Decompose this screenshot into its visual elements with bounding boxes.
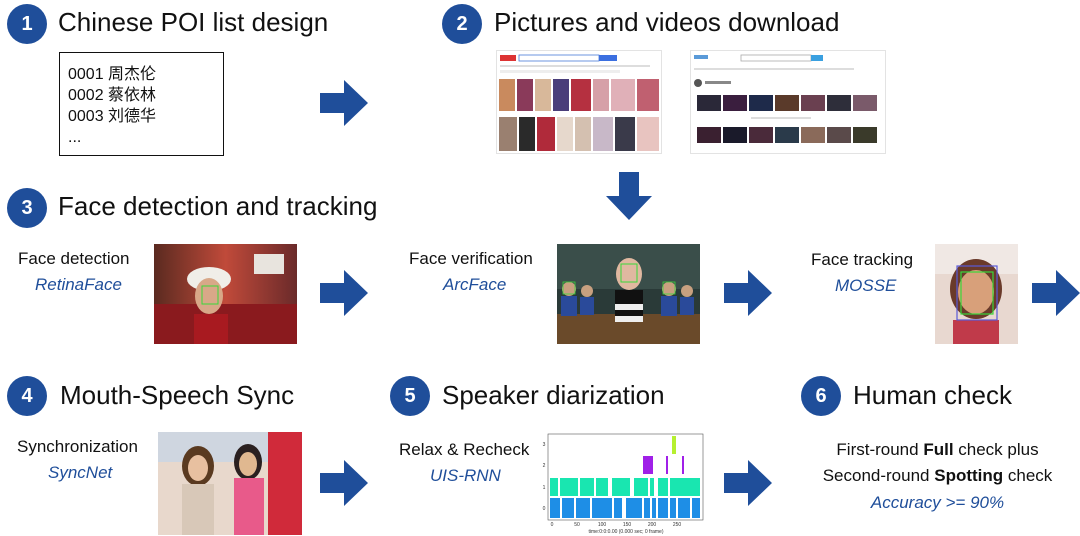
diarization-segment xyxy=(550,498,560,518)
diarization-segment xyxy=(626,498,642,518)
human-check-line-2-b: Spotting xyxy=(934,466,1004,485)
synchronization-image xyxy=(158,432,302,535)
right-arrow-icon xyxy=(320,460,368,506)
face-verification-image xyxy=(557,244,700,344)
step-badge-1: 1 xyxy=(7,4,47,44)
human-check-line-2-a: Second-round xyxy=(822,466,935,485)
poi-item: 0003 刘德华 xyxy=(68,108,157,125)
face-detection-method: RetinaFace xyxy=(35,275,122,294)
human-check-line-2-c: check xyxy=(1003,466,1053,485)
diarization-segment xyxy=(644,498,650,518)
diarization-segment xyxy=(550,478,558,496)
diarization-segment xyxy=(562,498,574,518)
face-detection-label: Face detection xyxy=(18,249,130,268)
diarization-segment xyxy=(678,498,690,518)
diarization-xtick: 250 xyxy=(673,522,682,528)
right-arrow-icon xyxy=(724,270,772,316)
video-search-screenshot xyxy=(690,50,886,154)
poi-item: 0001 周杰伦 xyxy=(68,66,157,83)
step-badge-4: 4 xyxy=(7,376,47,416)
right-arrow-icon xyxy=(1032,270,1080,316)
human-check-line-2: Second-round Spotting check xyxy=(800,466,1075,486)
diarization-xtick: 150 xyxy=(623,522,632,528)
diarization-segment xyxy=(652,498,656,518)
diarization-segment xyxy=(634,478,648,496)
step-title-3: Face detection and tracking xyxy=(58,191,378,221)
diarization-xtick: 100 xyxy=(598,522,607,528)
face-verification-method: ArcFace xyxy=(443,275,507,294)
diarization-xtick: 0 xyxy=(551,522,554,528)
step-title-4: Mouth-Speech Sync xyxy=(60,380,295,410)
down-arrow-icon xyxy=(606,172,652,220)
poi-item: ... xyxy=(68,129,82,146)
diarization-plot: 0 50 100 150 200 250 0 1 2 3 time:0:0:0.00 (0.00… xyxy=(536,432,706,536)
synchronization-method: SyncNet xyxy=(48,463,113,482)
step-title-6: Human check xyxy=(853,380,1012,410)
diarization-segment xyxy=(643,456,653,474)
step-badge-2: 2 xyxy=(442,4,482,44)
diarization-segment xyxy=(670,478,700,496)
diarization-segment xyxy=(672,436,676,454)
diarization-segment xyxy=(670,498,676,518)
diarization-segment xyxy=(614,498,622,518)
face-detection-image xyxy=(154,244,297,344)
diarization-segment xyxy=(682,456,684,474)
face-verification-label: Face verification xyxy=(409,249,533,268)
diarization-segment xyxy=(612,478,630,496)
step-title-5: Speaker diarization xyxy=(442,380,665,410)
diarization-ytick: 1 xyxy=(543,485,546,491)
step-badge-5: 5 xyxy=(390,376,430,416)
step-title-2: Pictures and videos download xyxy=(494,7,840,37)
diarization-ytick: 3 xyxy=(543,442,546,448)
face-tracking-method: MOSSE xyxy=(835,276,897,295)
diarization-segment xyxy=(692,498,700,518)
face-tracking-image xyxy=(935,244,1018,344)
image-search-screenshot xyxy=(496,50,662,154)
diarization-segment xyxy=(596,478,608,496)
diarization-xtick: 200 xyxy=(648,522,657,528)
diarization-segment xyxy=(658,478,668,496)
diarization-segment xyxy=(592,498,612,518)
human-check-line-1-a: First-round xyxy=(836,440,924,459)
human-check-line-1-c: check plus xyxy=(953,440,1039,459)
diarization-xlabel: time:0:0:0.00 (0.000 sec; 0 frame) xyxy=(588,529,663,535)
human-check-line-1-b: Full xyxy=(923,440,954,459)
right-arrow-icon xyxy=(320,80,368,126)
diarization-xtick: 50 xyxy=(574,522,580,528)
face-tracking-label: Face tracking xyxy=(811,250,914,269)
diarization-ytick: 0 xyxy=(543,506,546,512)
right-arrow-icon xyxy=(724,460,772,506)
synchronization-label: Synchronization xyxy=(17,437,138,456)
poi-item: 0002 蔡依林 xyxy=(68,87,157,104)
step-badge-3: 3 xyxy=(7,188,47,228)
right-arrow-icon xyxy=(320,270,368,316)
poi-list-box: 0001 周杰伦 0002 蔡依林 0003 刘德华 ... xyxy=(59,52,224,156)
diarization-segment xyxy=(666,456,668,474)
diarization-segment xyxy=(576,498,590,518)
relax-recheck-label: Relax & Recheck xyxy=(399,440,530,459)
diarization-segment xyxy=(650,478,654,496)
diarization-segment xyxy=(560,478,578,496)
human-check-accuracy: Accuracy >= 90% xyxy=(870,493,1005,512)
diarization-segment xyxy=(580,478,594,496)
relax-recheck-method: UIS-RNN xyxy=(430,466,501,485)
step-title-1: Chinese POI list design xyxy=(58,7,329,37)
human-check-line-1: First-round Full check plus xyxy=(800,440,1075,460)
diarization-ytick: 2 xyxy=(543,463,546,469)
diarization-segment xyxy=(658,498,668,518)
step-badge-6: 6 xyxy=(801,376,841,416)
